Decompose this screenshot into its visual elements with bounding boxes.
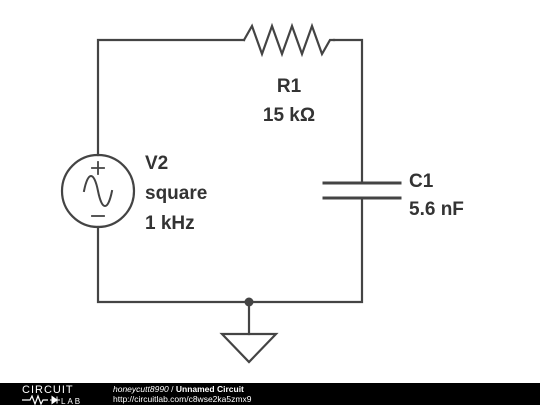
circuit-url-link[interactable]: http://circuitlab.com/c8wse2ka5zmx9 [113, 394, 252, 404]
logo-diode-icon [50, 395, 60, 405]
resistor-r1-symbol [242, 22, 336, 58]
junction-node [244, 297, 254, 307]
v2-frequency-label: 1 kHz [145, 213, 195, 234]
sine-wave-icon [82, 175, 114, 207]
v2-name-label: V2 [145, 153, 168, 174]
footer-bar [0, 383, 540, 405]
path-separator: / [168, 384, 176, 394]
circuit-title: Unnamed Circuit [175, 384, 244, 394]
ground-symbol [219, 332, 279, 364]
footer-credit-line: honeycutt8990 / Unnamed Circuit [113, 384, 244, 394]
v2-waveform-label: square [145, 183, 207, 204]
wire-top-right [332, 38, 364, 185]
c1-name-label: C1 [409, 171, 434, 192]
wire-right-bottom [96, 196, 364, 304]
wire-left [96, 38, 246, 157]
circuit-schematic: R1 15 kΩ C1 5.6 nF V2 square 1 kHz [60, 22, 464, 364]
logo-resistor-icon [22, 394, 48, 405]
r1-value-label: 15 kΩ [263, 105, 315, 126]
logo-top-text: CIRCUIT [22, 384, 74, 396]
username-link[interactable]: honeycutt8990 [113, 384, 169, 394]
r1-name-label: R1 [277, 76, 302, 97]
logo-bottom-text: LAB [61, 397, 82, 405]
plus-sign-icon [91, 161, 105, 175]
voltage-source-v2-symbol [60, 153, 136, 229]
c1-value-label: 5.6 nF [409, 199, 464, 220]
circuitlab-logo[interactable]: CIRCUIT LAB [0, 383, 100, 405]
